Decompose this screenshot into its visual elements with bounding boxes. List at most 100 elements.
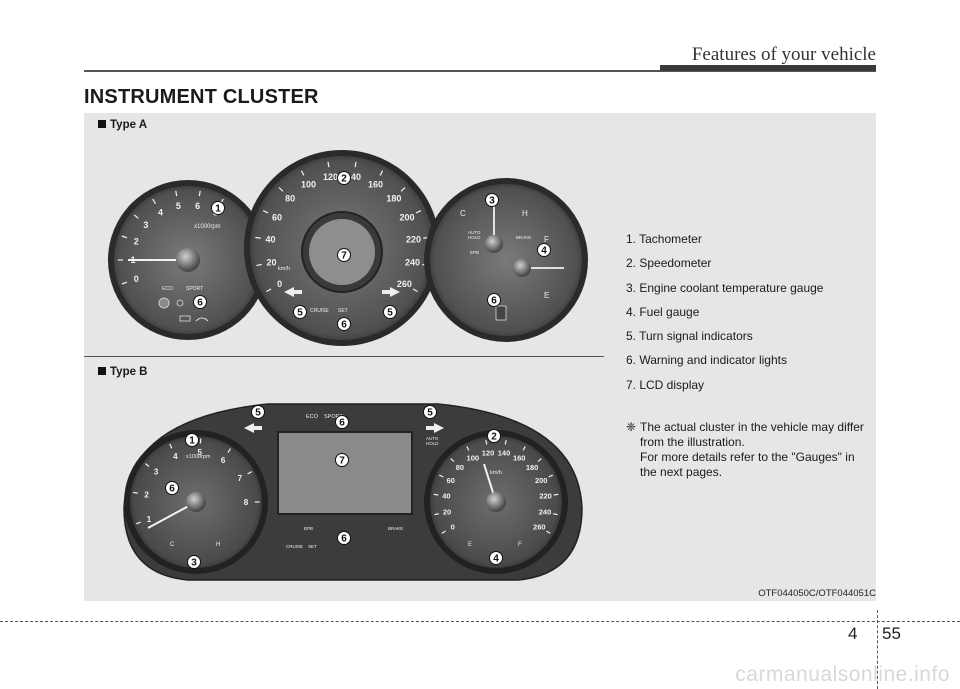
speedo-b-tick-mark [537, 458, 542, 463]
tacho-a-tick-mark [198, 190, 201, 197]
set-indicator: SET [338, 308, 348, 314]
cruise-b-indicator: CRUISE [286, 544, 303, 549]
speedo-b-tick-label: 240 [539, 508, 552, 517]
speedo-a-tick-label: 80 [285, 193, 295, 203]
page-number: 55 [882, 624, 901, 643]
header-rule-accent [660, 65, 876, 71]
speedo-a-tick-label: 260 [397, 279, 412, 289]
speedo-b-hub [486, 492, 506, 512]
sport-indicator: SPORT [186, 286, 203, 292]
callout-3: 3 [489, 196, 495, 207]
bullet-square-icon [98, 120, 106, 128]
speedo-a-tick-mark [278, 187, 284, 192]
speedo-b-unit: km/h [490, 470, 502, 476]
seatbelt-icon [495, 305, 507, 321]
callout-6-left: 6 [197, 298, 203, 309]
tacho-b-tick-label: 3 [154, 468, 159, 477]
callout-b-5-left: 5 [255, 408, 261, 419]
tacho-a-tick-label: 3 [143, 220, 148, 230]
legend-item: 3. Engine coolant temperature gauge [626, 280, 824, 295]
note-mark-icon: ❈ [626, 420, 637, 434]
speedo-b-tick-label: 260 [533, 523, 546, 532]
type-b-text: Type B [110, 366, 148, 378]
speedo-a-tick-mark [379, 170, 384, 176]
speedo-a-tick-mark [256, 263, 262, 267]
speedo-b-tick-mark [441, 530, 446, 534]
tacho-b-tick-label: 5 [197, 448, 202, 457]
legend-item: 7. LCD display [626, 377, 705, 392]
speedo-a-tick-label: 20 [266, 258, 276, 268]
hold-indicator: HOLD [468, 235, 481, 240]
fog-light-icon [176, 299, 184, 307]
tacho-a-tick-mark [175, 190, 178, 197]
speedo-b-tick-mark [548, 474, 553, 478]
callouts-a: 1 2 3 4 5 5 6 6 6 7 [193, 171, 551, 331]
callout-b-6-left: 6 [169, 484, 175, 495]
speedo-b-tick-label: 0 [451, 523, 455, 532]
turn-signal-left-icon [284, 287, 302, 297]
turn-signal-b-left-icon [244, 423, 262, 433]
tacho-unit-text: x1000rpm [194, 224, 221, 230]
callout-1: 1 [215, 204, 221, 215]
tacho-b-tick-mark [135, 521, 141, 525]
callout-5-right: 5 [387, 308, 393, 319]
callout-5-left: 5 [297, 308, 303, 319]
brake-indicator: BRAKE [516, 235, 531, 240]
speedo-a-tick-mark [400, 187, 406, 192]
speedo-a-tick-label: 220 [406, 235, 421, 245]
callout-6-centre: 6 [341, 320, 347, 331]
speedo-b-tick-label: 40 [442, 492, 450, 501]
speedo-a-tick-mark [300, 170, 305, 176]
callout-b-6-top: 6 [339, 418, 345, 429]
tacho-b-tick-label: 6 [221, 456, 226, 465]
brake-b-indicator: BRAKE [388, 526, 403, 531]
cluster-a-illustration: 01234568 x1000rpm ECO SPORT 020406080100… [108, 150, 588, 346]
header-rule [84, 70, 876, 72]
note-line: The actual cluster in the vehicle may di… [640, 420, 864, 434]
type-divider [84, 356, 604, 357]
tacho-b-tick-label: 7 [238, 474, 243, 483]
cruise-indicator: CRUISE [310, 308, 330, 314]
chapter-number: 4 [848, 624, 858, 643]
type-b-label: Type B [98, 366, 148, 378]
hold-b-indicator: HOLD [426, 441, 439, 446]
tacho-a-tick-label: 6 [195, 201, 200, 211]
speedo-b-tick-label: 140 [498, 448, 511, 457]
speedo-b-tick-label: 20 [443, 508, 451, 517]
legend-item: 1. Tachometer [626, 232, 702, 246]
callout-b-1: 1 [189, 436, 195, 447]
speedo-b-tick-label: 60 [447, 476, 455, 485]
temp-hot-label: H [522, 209, 528, 218]
tacho-b-tick-mark [133, 491, 138, 494]
bullet-square-icon [98, 367, 106, 375]
lcd-b: ECO SPORT AUTO HOLD EPB BRAKE CRUISE SET [244, 414, 444, 549]
note-line: For more details refer to the "Gauges" i… [640, 450, 855, 464]
callout-b-5-right: 5 [427, 408, 433, 419]
speedo-a-tick-mark [255, 236, 261, 239]
callout-4: 4 [541, 246, 547, 257]
tacho-b-tick-mark [144, 463, 150, 467]
tacho-a-tick-mark [121, 281, 128, 285]
temp-b-hot: H [216, 542, 220, 548]
speedo-b-tick-mark [485, 439, 488, 445]
fuel-b-full: F [518, 542, 522, 548]
temp-b-cold: C [170, 542, 175, 548]
speedo-b-tick-label: 160 [513, 453, 526, 462]
speedo-a-tick-mark [262, 210, 269, 214]
epb-indicator: EPB [470, 250, 479, 255]
speedo-b-tick-mark [450, 458, 455, 463]
speedo-b-tick-label: 180 [526, 463, 539, 472]
note-block: ❈ The actual cluster in the vehicle may … [626, 420, 876, 480]
tacho-b-tick-label: 4 [173, 452, 178, 461]
callout-b-2: 2 [491, 432, 497, 443]
type-a-text: Type A [110, 119, 148, 131]
tacho-a-tick-mark [133, 214, 139, 219]
tachometer-a: 01234568 x1000rpm ECO SPORT [108, 180, 268, 340]
turn-signal-right-icon [382, 287, 400, 297]
callout-b-4: 4 [493, 554, 499, 565]
legend-item: 5. Turn signal indicators [626, 329, 753, 344]
tacho-a-tick-label: 0 [134, 274, 139, 284]
speedo-a-tick-label: 140 [346, 172, 361, 182]
callout-7: 7 [341, 251, 347, 262]
watermark: carmanualsonline.info [735, 663, 950, 686]
